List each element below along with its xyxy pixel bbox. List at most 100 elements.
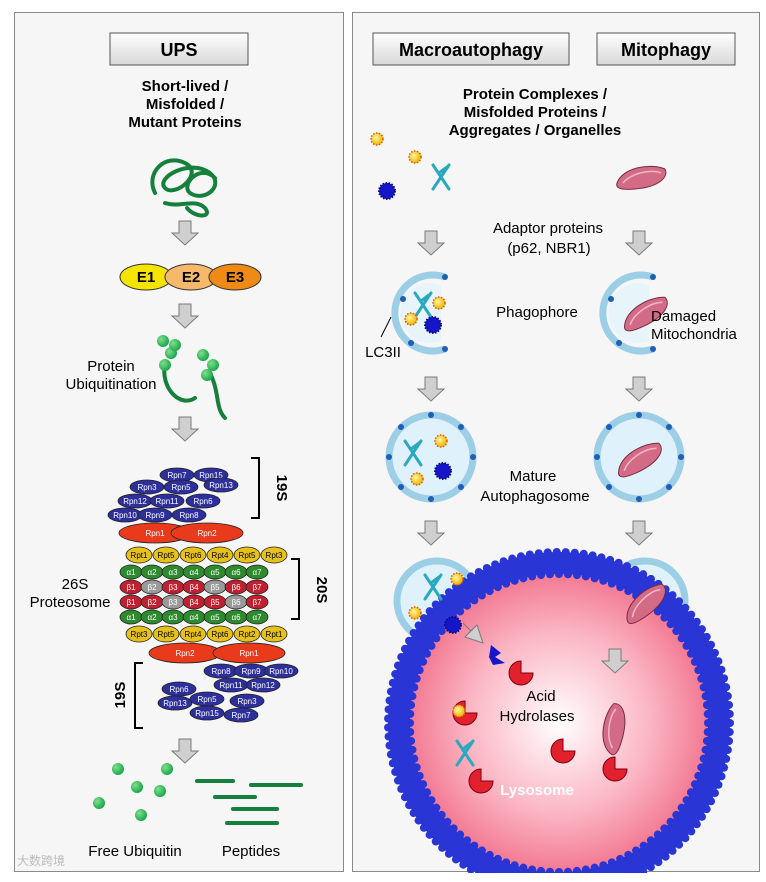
lysosome-membrane-dot [690, 780, 699, 789]
lysosome-membrane-dot [702, 805, 711, 814]
lysosome-membrane-dot [723, 692, 732, 701]
adaptor-label-line1: Adaptor proteins [493, 220, 603, 237]
rpt-bottom-2-label: Rpt4 [185, 630, 202, 639]
lysosome-membrane-dot [474, 567, 483, 576]
lysosome-membrane-dot [423, 649, 432, 658]
lysosome-membrane-dot [388, 678, 397, 687]
label-proteosome: Proteosome [30, 594, 111, 611]
lysosome-membrane-dot [694, 666, 703, 675]
bracket-20s [291, 558, 300, 620]
lysosome-membrane-dot [384, 705, 393, 714]
lysosome-membrane-dot [697, 763, 706, 772]
rpn-top-1-label: Rpn15 [199, 471, 223, 480]
rpt-top-0-subunit [125, 546, 153, 564]
lysosome-membrane-dot [510, 861, 519, 870]
ups-substrate-line2: Misfolded / [146, 96, 225, 113]
lysosome-membrane-dot [646, 836, 655, 845]
mature-label-line1: Mature [510, 468, 557, 485]
lysosome-membrane-dot [406, 727, 415, 736]
lysosome-membrane-dot [599, 861, 608, 870]
rpn-bottom-5-subunit [245, 677, 281, 693]
lysosome-membrane-dot [407, 736, 416, 745]
lysosome-membrane-dot [690, 657, 699, 666]
e3-enzyme [208, 263, 262, 291]
rpn-top-9-label: Rpn9 [145, 511, 165, 520]
rpn-bottom-3-label: Rpn10 [269, 667, 293, 676]
rpn-top-6-subunit [149, 493, 185, 509]
lysosome-membrane-dot [614, 558, 623, 567]
watermark: 大数跨境 [17, 853, 65, 868]
rpt-top-2-subunit [179, 546, 207, 564]
lysosome-membrane-dot [714, 780, 723, 789]
lysosome-membrane-dot [668, 591, 677, 600]
arrow-down-icon [625, 230, 653, 256]
lysosome-membrane-dot [485, 850, 494, 859]
lysosome-membrane-dot [646, 863, 655, 872]
lysosome-membrane-dot [701, 692, 710, 701]
lysosome-membrane-dot [546, 570, 555, 579]
lysosome-membrane-dot [694, 771, 703, 780]
lysosome-membrane-dot [405, 636, 414, 645]
rpn-top-2-label: Rpn3 [137, 483, 157, 492]
lysosome-membrane-dot [677, 803, 686, 812]
beta-top-1-label: β2 [147, 583, 157, 592]
lysosome-membrane-dot [722, 683, 731, 692]
alpha-top-1-label: α2 [147, 568, 157, 577]
lysosome-membrane-dot [552, 548, 561, 557]
lysosome-membrane-dot [675, 597, 684, 606]
lysosome-membrane-dot [477, 846, 486, 855]
rpt-top-2-label: Rpt6 [185, 551, 202, 560]
hydrolases-label: Hydrolases [499, 708, 574, 725]
lysosome-membrane-dot [414, 816, 423, 825]
beta-bottom-6-subunit [245, 594, 269, 610]
rpn-top-3-subunit [163, 479, 199, 495]
arrow-down-icon [417, 376, 445, 402]
mitophagy-header: Mitophagy [621, 40, 711, 60]
lysosome-membrane-dot [537, 571, 546, 580]
lysosome-membrane-dot [686, 788, 695, 797]
ubiquitinated-protein-icon [157, 335, 227, 420]
beta-bottom-4-label: β5 [210, 598, 220, 607]
lysosome-membrane-dot [386, 750, 395, 759]
lysosome-membrane-dot [661, 852, 670, 861]
rpn-top-8-label: Rpn10 [113, 511, 137, 520]
lysosome-membrane-dot [710, 648, 719, 657]
peptides-label: Peptides [222, 843, 280, 860]
degraded-aggregate-icon [489, 645, 505, 665]
lysosome-membrane-dot [597, 553, 606, 562]
rpn-top-11-label: Rpn1 [145, 529, 165, 538]
beta-bottom-3-label: β4 [189, 598, 199, 607]
autophagy-panel: Macroautophagy Mitophagy Protein Complex… [352, 12, 760, 873]
lysosome-membrane-dot [444, 588, 453, 597]
rpn-bottom-8-label: Rpn3 [237, 697, 257, 706]
auto-substrate-line1: Protein Complexes / [463, 86, 608, 103]
lysosome-membrane-dot [406, 719, 414, 727]
rpn-top-12-subunit [170, 522, 244, 544]
lc3-pointer [380, 316, 392, 338]
lysosome-membrane-dot [437, 627, 446, 636]
alpha-top-6-subunit [245, 564, 269, 580]
lysosome-membrane-dot [723, 745, 732, 754]
rpn-bottom-5-label: Rpn12 [251, 681, 275, 690]
rpt-top-3-subunit [206, 546, 234, 564]
rpn-top-5-label: Rpn12 [123, 497, 147, 506]
lysosome-membrane-dot [682, 641, 691, 650]
lysosome-membrane-dot [405, 801, 414, 810]
alpha-bottom-6-subunit [245, 609, 269, 625]
lc3-label: LC3II [365, 344, 401, 361]
lysosome-membrane-dot [470, 596, 479, 605]
lysosome-membrane-dot [393, 661, 402, 670]
lysosome-membrane-dot [528, 572, 537, 581]
arrow-down-icon [417, 230, 445, 256]
label-19s-bottom: 19S [112, 682, 129, 709]
rpn-bottom-11-label: Rpn7 [231, 711, 251, 720]
lysosome-membrane-dot [555, 570, 563, 578]
rpn-top-7-subunit [185, 493, 221, 509]
aggregate-blue-icon [444, 616, 462, 634]
lysosome-membrane-dot [409, 628, 418, 637]
lysosome-membrane-dot [466, 572, 475, 581]
alpha-bottom-0-label: α1 [126, 613, 136, 622]
enzyme-cascade: E1 E2 E3 [119, 263, 262, 291]
lysosome-membrane-dot [407, 701, 416, 710]
rpt-top-3-label: Rpt4 [212, 551, 229, 560]
